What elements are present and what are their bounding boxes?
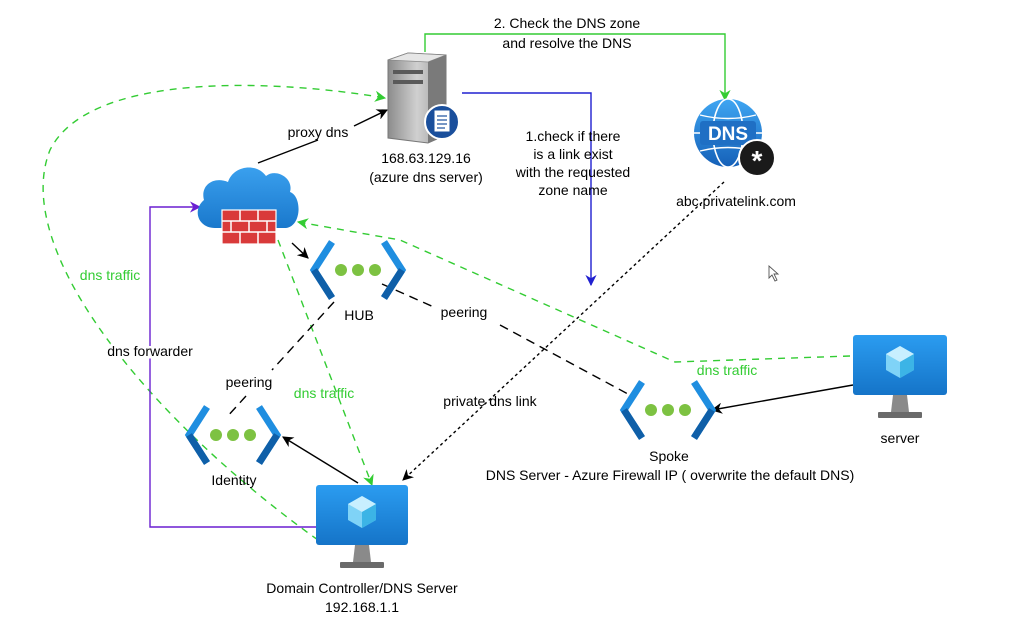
label-check-zone-2: and resolve the DNS (502, 35, 631, 51)
edge-proxy-dns (257, 139, 319, 164)
mouse-cursor-icon (768, 264, 780, 282)
label-check-link-1: 1.check if there (526, 128, 621, 144)
dns-server-ip: 168.63.129.16 (381, 150, 471, 166)
edge-dns-forwarder (149, 201, 316, 528)
dns-server-name: (azure dns server) (369, 169, 483, 185)
label-check-link-2: is a link exist (533, 146, 612, 162)
azure-firewall-icon (197, 167, 299, 245)
edge-check-private-link (462, 92, 597, 287)
edge-server-spoke (710, 384, 854, 414)
edge-dns-traffic-loop (42, 84, 387, 541)
edge-peering-hub-spoke-2 (499, 324, 629, 395)
domain-controller-ip: 192.168.1.1 (325, 599, 399, 615)
edge-dns-traffic-server-firewall (296, 218, 851, 363)
edge-peering-hub-spoke (381, 283, 437, 309)
label-check-link-3: with the requested (515, 164, 630, 180)
label-peering-hub-identity: peering (226, 374, 273, 390)
label-private-dns-link: private dns link (443, 393, 537, 409)
spoke-vnet-icon (619, 380, 717, 440)
dns-icon-text: DNS (708, 124, 748, 145)
identity-vnet-icon (184, 405, 282, 465)
edge-dc-identity (282, 436, 359, 484)
hub-label: HUB (344, 307, 374, 323)
server-label: server (881, 430, 920, 446)
domain-controller-vm-icon (316, 485, 408, 568)
edge-peering-hub-identity-2 (225, 395, 247, 419)
dns-zone-icon: DNS * (694, 98, 776, 177)
label-dns-traffic-left: dns traffic (80, 267, 140, 283)
dns-zone-label: abc.privatelink.com (676, 193, 796, 209)
spoke-sublabel: DNS Server - Azure Firewall IP ( overwri… (486, 467, 855, 483)
spoke-label: Spoke (649, 448, 689, 464)
label-check-zone-1: 2. Check the DNS zone (494, 15, 641, 31)
edge-proxy-dns-arrow (353, 109, 389, 127)
label-peering-hub-spoke: peering (441, 304, 488, 320)
domain-controller-label: Domain Controller/DNS Server (266, 580, 458, 596)
label-proxy-dns: proxy dns (288, 124, 349, 140)
edge-firewall-hub (291, 242, 309, 259)
server-vm-icon (853, 335, 947, 418)
edge-peering-hub-identity (271, 301, 335, 371)
label-dns-forwarder: dns forwarder (107, 343, 193, 359)
label-dns-traffic-right: dns traffic (697, 362, 757, 378)
edge-dns-traffic-firewall-dc (277, 239, 374, 487)
asterisk-icon: * (752, 145, 763, 176)
label-check-link-4: zone name (538, 182, 607, 198)
identity-label: Identity (211, 472, 256, 488)
edge-check-dns-zone (424, 33, 731, 102)
azure-dns-server-icon (387, 52, 460, 144)
hub-vnet-icon (309, 240, 407, 300)
label-dns-traffic-middle: dns traffic (294, 385, 354, 401)
edge-private-dns-link (402, 181, 725, 481)
